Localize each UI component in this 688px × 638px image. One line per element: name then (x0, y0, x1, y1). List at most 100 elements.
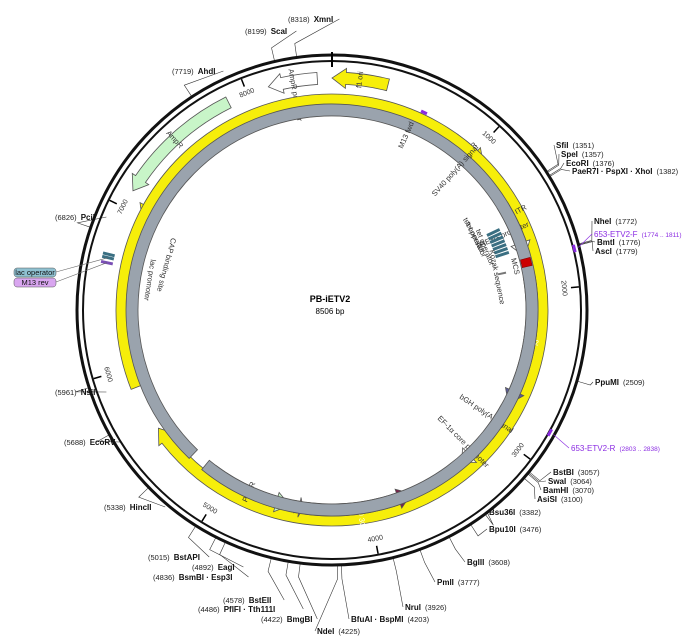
site-ahdi-leader (183, 70, 224, 97)
site-hincii-position: (5338) (104, 503, 126, 512)
site-pcii-leader (76, 216, 107, 228)
tick-7000 (109, 199, 118, 205)
site-bstapi-name: BstAPI (174, 553, 200, 562)
site-ecori-name: EcoRI (566, 159, 589, 168)
site-bmti-leader (579, 240, 596, 245)
lac-mark-3 (102, 251, 116, 258)
site-paer7i-pspxi-xhoi-position: (1382) (656, 167, 678, 176)
site-bstbi-leader (529, 471, 552, 482)
tick-label-4000: 4000 (367, 534, 384, 544)
inner-label-cap-binding-site: CAP binding site (155, 237, 178, 293)
tick-4000 (375, 545, 379, 554)
tet-operator-bar-6 (493, 247, 509, 255)
site-bamhi-position: (3070) (572, 486, 594, 495)
site-ecorv-position: (5688) (64, 438, 86, 447)
site-hincii-name: HincII (130, 503, 152, 512)
site-spei-label: SpeI(1357) (561, 150, 604, 159)
tick-label-3000: 3000 (511, 442, 526, 459)
site-nrui-leader (392, 558, 404, 608)
site-bfuai-bspmi-name: BfuAI · BspMI (351, 615, 403, 624)
site-pflfi-tth111i-label: (4486)PflFI · Tth111I (198, 605, 275, 614)
site-bglii-label: BglII(3608) (467, 558, 511, 567)
site-pmli-leader (419, 550, 436, 583)
feature-f1-ori-label: f1 ori (354, 71, 365, 89)
primer-653-etv2-f-mark (571, 244, 577, 253)
inner-label-lac-promoter: lac promoter (142, 259, 158, 302)
site-sfii-leader (546, 144, 559, 172)
site-bmgbi-name: BmgBI (287, 615, 313, 624)
site-bpu10i-label: Bpu10I (3476) (489, 525, 542, 534)
site-bmti-label: BmtI(1776) (597, 238, 641, 247)
site-xmni-position: (8318) (288, 15, 310, 24)
callout-m13-rev-box (13, 277, 57, 288)
site-xmni-label: (8318) XmnI (288, 15, 333, 24)
site-bstapi-leader (188, 526, 210, 558)
site-bpu10i-leader (470, 524, 488, 537)
site-bpu10i-position: (3476) (520, 525, 542, 534)
site-nrui-position: (3926) (425, 603, 447, 612)
site-xmni-name: XmnI (314, 15, 334, 24)
site-bfuai-bspmi-position: (4203) (407, 615, 429, 624)
callout-lac-operator-leader (55, 257, 109, 273)
plasmid-size: 8506 bp (316, 307, 345, 316)
feature-ampr-promoter-arrow (267, 72, 319, 94)
tet-operator-bar-1 (486, 228, 501, 237)
sites-layer: (8318)XmnI(8199)ScaI(7719)AhdI(6826)PciI… (55, 15, 679, 636)
site-ndei-name: NdeI (317, 627, 334, 636)
site-eagi-leader (209, 537, 244, 568)
site-ecori-label: EcoRI(1376) (566, 159, 615, 168)
site-ahdi-label: (7719)AhdI (172, 67, 215, 76)
site-bsmbi-esp3i-leader (219, 542, 249, 578)
site-bfuai-bspmi-label: BfuAI · BspMI (4203) (351, 615, 430, 624)
site-eagi-name: EagI (218, 563, 235, 572)
site-bmgbi-position: (4422) (261, 615, 283, 624)
site-scai-name: ScaI (271, 27, 287, 36)
primer-653-etv2-r-leader (553, 434, 570, 449)
site-hincii-leader (138, 487, 166, 508)
site-nhei-name: NheI (594, 217, 611, 226)
site-bstbi-name: BstBI (553, 468, 574, 477)
site-swai-leader (528, 473, 547, 483)
tick-label-5000: 5000 (201, 502, 218, 516)
site-pmli-name: PmlI (437, 578, 454, 587)
primer-653-etv2-r-range: (2803 .. 2838) (619, 446, 659, 453)
site-bsmbi-esp3i-label: (4836)BsmBI · Esp3I (153, 573, 232, 582)
tick-label-7000: 7000 (117, 198, 130, 215)
site-swai-name: SwaI (548, 477, 566, 486)
site-bmgbi-label: (4422) BmgBI (261, 615, 312, 624)
tet-operator-bar-7 (495, 250, 510, 259)
site-scai-leader (271, 30, 297, 61)
site-ppumi-leader (577, 381, 594, 386)
site-bamhi-label: BamHI (3070) (543, 486, 595, 495)
site-bsmbi-esp3i-position: (4836) (153, 573, 175, 582)
site-hincii-label: (5338) HincII (104, 503, 151, 512)
site-bsu36i-position: (3382) (519, 508, 541, 517)
site-bsteii-label: (4578)BstEII (223, 596, 271, 605)
site-pmli-position: (3777) (458, 578, 480, 587)
site-bsu36i-leader (485, 511, 494, 526)
plasmid-name: PB-iETV2 (310, 294, 351, 304)
site-scai-position: (8199) (245, 27, 267, 36)
site-paer7i-pspxi-xhoi-name: PaeR7I · PspXI · XhoI (572, 167, 652, 176)
feature-f1-ori: f1 ori (331, 67, 390, 92)
site-ahdi-name: AhdI (198, 67, 216, 76)
tick-3000 (523, 453, 531, 460)
tick-5000 (201, 513, 207, 522)
site-sfii-position: (1351) (572, 141, 594, 150)
site-bsu36i-name: Bsu36I (489, 508, 515, 517)
site-spei-position: (1357) (582, 150, 604, 159)
site-sfii-label: SfiI(1351) (556, 141, 595, 150)
site-ppumi-name: PpuMI (595, 378, 619, 387)
primer-653-etv2-f-leader (577, 233, 593, 248)
site-ppumi-label: PpuMI(2509) (595, 378, 645, 387)
site-nsii-name: NsiI (81, 388, 96, 397)
site-bpu10i-name: Bpu10I (489, 525, 516, 534)
primer-m13-fwd-mark (420, 109, 428, 116)
site-asisi-label: AsiSI(3100) (537, 495, 583, 504)
site-swai-label: SwaI(3064) (548, 477, 592, 486)
site-bamhi-name: BamHI (543, 486, 568, 495)
site-scai-label: (8199) ScaI (245, 27, 287, 36)
site-bamhi-leader (528, 474, 542, 491)
